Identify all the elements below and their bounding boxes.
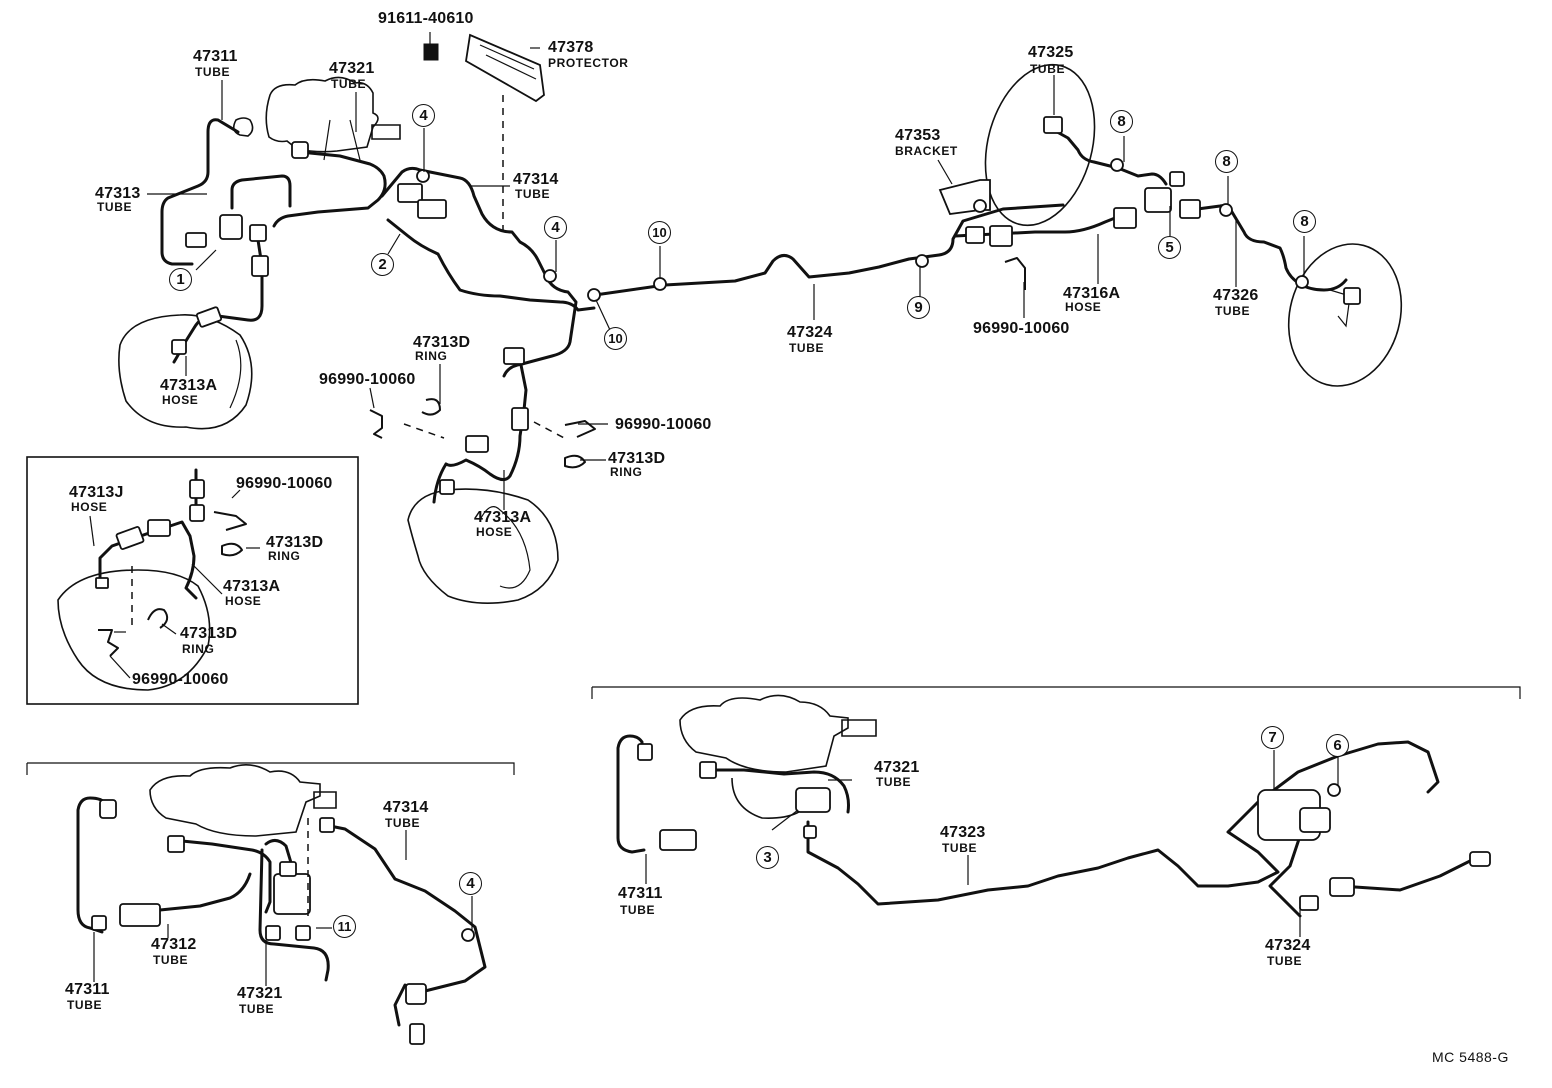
- callout-8-a: 8: [1110, 110, 1133, 133]
- label-47312-wp-name: TUBE: [153, 953, 189, 967]
- label-47313: 47313: [95, 185, 141, 202]
- inset-8005-drawing: [57, 468, 260, 691]
- label-47324-main-name: TUBE: [789, 341, 825, 355]
- callout-10-b: 10: [604, 327, 627, 350]
- callout-10-a: 10: [648, 221, 671, 244]
- label-47313D-mid-right-name: RING: [610, 465, 643, 479]
- label-47313D-mid-right: 47313D: [608, 450, 666, 467]
- label-47316A: 47316A: [1063, 285, 1121, 302]
- label-47313D-mid: 47313D: [413, 334, 471, 351]
- label-47321-main-name: TUBE: [331, 77, 367, 91]
- callout-4-wp: 4: [459, 872, 482, 895]
- label-47321-wp-name: TUBE: [239, 1002, 275, 1016]
- label-47325-name: TUBE: [1030, 62, 1066, 76]
- label-91611-40610: 91611-40610: [378, 10, 474, 27]
- wp-drawing: [76, 764, 487, 1045]
- label-47321-dspv: 47321: [874, 759, 920, 776]
- label-47323-dspv-name: TUBE: [942, 841, 978, 855]
- label-47326-name: TUBE: [1215, 304, 1251, 318]
- label-47314-main-name: TUBE: [515, 187, 551, 201]
- label-47313D-mid-name: RING: [415, 349, 448, 363]
- label-47326: 47326: [1213, 287, 1259, 304]
- label-47323-dspv: 47323: [940, 824, 986, 841]
- main-fittings: [171, 116, 1361, 495]
- callout-4-main-a: 4: [412, 104, 435, 127]
- dspv-drawing: [616, 694, 1491, 937]
- rear-right-drum-outline: [1287, 243, 1403, 387]
- label-96990-mid-left: 96990-10060: [319, 371, 416, 388]
- dspv-frame-line: [591, 686, 1521, 699]
- drawing-code: MC 5488-G: [1432, 1049, 1509, 1065]
- rear-left-drum-outline: [984, 63, 1096, 227]
- callout-4-main-b: 4: [544, 216, 567, 239]
- label-47314-main: 47314: [513, 171, 559, 188]
- label-47321-dspv-name: TUBE: [876, 775, 912, 789]
- label-47321-main: 47321: [329, 60, 375, 77]
- label-47324-dspv-name: TUBE: [1267, 954, 1303, 968]
- label-47316A-name: HOSE: [1065, 300, 1102, 314]
- label-47313A-front: 47313A: [160, 377, 218, 394]
- master-cylinder-outline: [232, 76, 401, 161]
- protector-47378-shape: [423, 33, 545, 103]
- main-brake-lines: [160, 118, 1348, 504]
- label-47353: 47353: [895, 127, 941, 144]
- label-47313-name: TUBE: [97, 200, 133, 214]
- callout-3: 3: [756, 846, 779, 869]
- label-47311-main-name: TUBE: [195, 65, 231, 79]
- label-47311-main: 47311: [193, 48, 238, 65]
- mid-clips: [369, 257, 1026, 469]
- label-protector: PROTECTOR: [548, 56, 629, 70]
- front-brake-outline: [118, 314, 253, 430]
- label-47313A-mid: 47313A: [474, 509, 532, 526]
- callout-5: 5: [1158, 236, 1181, 259]
- callout-1: 1: [169, 268, 192, 291]
- label-47353-name: BRACKET: [895, 144, 958, 158]
- label-47311-wp: 47311: [65, 981, 110, 998]
- callout-8-b: 8: [1215, 150, 1238, 173]
- label-47312-wp: 47312: [151, 936, 197, 953]
- label-47313J-name: HOSE: [71, 500, 108, 514]
- label-47313D-inset-1-name: RING: [268, 549, 301, 563]
- label-96990-inset: 96990-10060: [236, 475, 333, 492]
- callout-6: 6: [1326, 734, 1349, 757]
- label-47324-dspv: 47324: [1265, 937, 1311, 954]
- label-47314-wp-name: TUBE: [385, 816, 421, 830]
- wp-frame-line: [26, 762, 515, 775]
- label-47311-wp-name: TUBE: [67, 998, 103, 1012]
- label-47311-dspv: 47311: [618, 885, 663, 902]
- label-47313A-inset-name: HOSE: [225, 594, 262, 608]
- leader-lines-main: [147, 32, 1305, 510]
- callout-7: 7: [1261, 726, 1284, 749]
- label-47313D-inset-2-name: RING: [182, 642, 215, 656]
- callout-11: 11: [333, 915, 356, 938]
- callout-9: 9: [907, 296, 930, 319]
- label-96990-mid-right: 96990-10060: [615, 416, 712, 433]
- label-47313D-inset-2: 47313D: [180, 625, 238, 642]
- mid-brake-outline: [407, 488, 559, 604]
- label-47378: 47378: [548, 39, 594, 56]
- label-47313D-inset-1: 47313D: [266, 534, 324, 551]
- callout-8-c: 8: [1293, 210, 1316, 233]
- label-47311-dspv-name: TUBE: [620, 903, 656, 917]
- label-47313A-inset: 47313A: [223, 578, 281, 595]
- label-96990-inset-2: 96990-10060: [132, 671, 229, 688]
- label-47324-main: 47324: [787, 324, 833, 341]
- label-47313A-front-name: HOSE: [162, 393, 199, 407]
- label-47325: 47325: [1028, 44, 1074, 61]
- label-47314-wp: 47314: [383, 799, 429, 816]
- junction-dots: [416, 158, 1309, 302]
- callout-2: 2: [371, 253, 394, 276]
- label-47321-wp: 47321: [237, 985, 283, 1002]
- bracket-47353-shape: [938, 179, 991, 215]
- label-47313A-mid-name: HOSE: [476, 525, 513, 539]
- inset-8005-frame: [26, 456, 359, 705]
- label-96990-right: 96990-10060: [973, 320, 1070, 337]
- label-47313J: 47313J: [69, 484, 124, 501]
